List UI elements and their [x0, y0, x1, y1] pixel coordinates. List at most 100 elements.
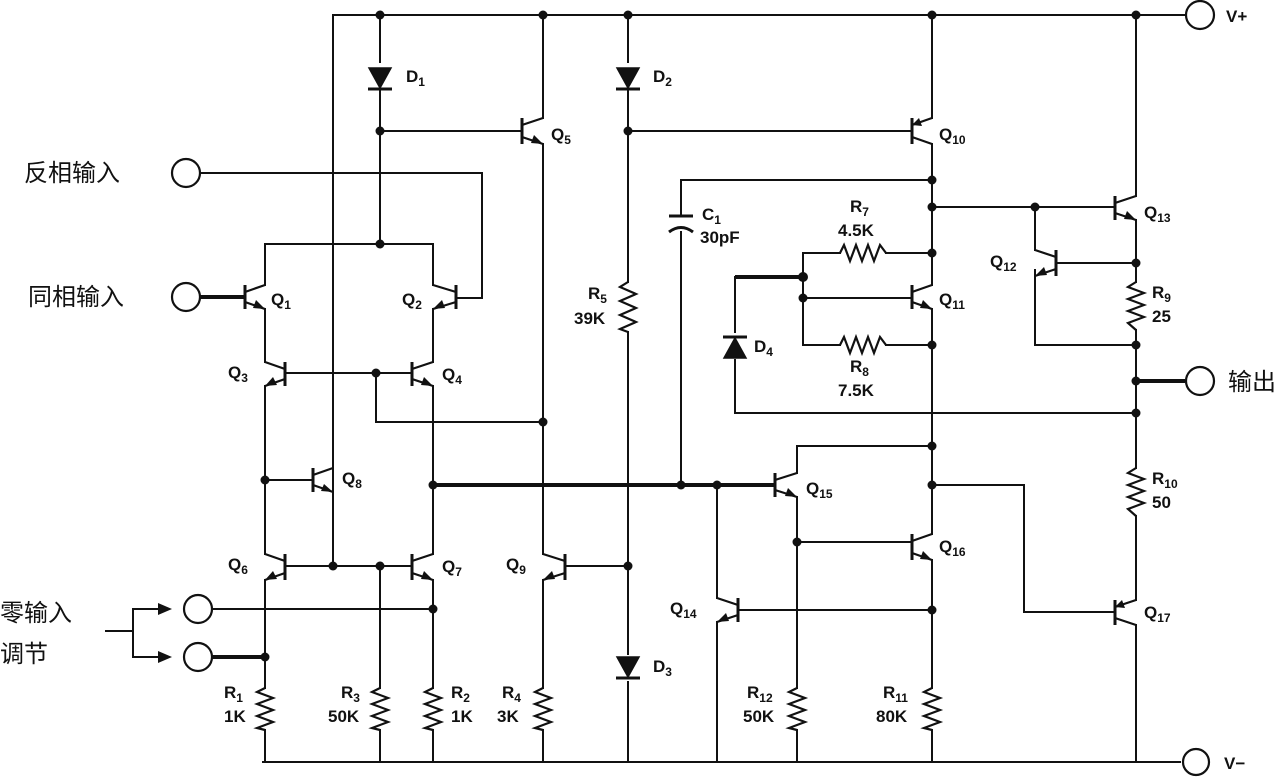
q3-label: Q3 [228, 363, 248, 385]
r3-value: 50K [328, 707, 360, 726]
q5-label: Q5 [551, 125, 571, 147]
resistor-r5 [617, 281, 639, 334]
resistor-r4 [531, 687, 555, 732]
transistors [243, 116, 1137, 627]
resistor-r10 [1124, 467, 1148, 517]
offset-null-terminal-2[interactable] [182, 641, 214, 673]
resistor-r1 [253, 687, 277, 732]
transistor-q2 [432, 283, 458, 311]
d3-label: D3 [653, 657, 672, 679]
transistor-q1 [243, 283, 266, 311]
diode-d2 [615, 67, 641, 91]
terminal-labels: 反相输入 同相输入 零输入 调节 输出 V+ V− [0, 7, 1276, 773]
r3-label: R3 [341, 683, 360, 705]
transistor-q6 [264, 552, 287, 582]
noninverting-input-label: 同相输入 [28, 283, 124, 311]
c1-value: 30pF [700, 228, 740, 247]
q7-label: Q7 [442, 557, 462, 579]
r1-value: 1K [224, 707, 246, 726]
c1-label: C1 [702, 205, 721, 227]
r11-value: 80K [876, 707, 908, 726]
transistor-q12 [1034, 248, 1058, 278]
q17-label: Q17 [1144, 603, 1171, 625]
transistor-q16 [910, 532, 933, 562]
r12-label: R12 [747, 683, 773, 705]
q6-label: Q6 [228, 555, 248, 577]
resistor-r9 [1124, 281, 1148, 331]
inverting-input-label: 反相输入 [24, 159, 120, 187]
r7-value: 4.5K [838, 221, 875, 240]
vplus-label: V+ [1226, 7, 1247, 26]
q14-label: Q14 [670, 599, 697, 621]
vminus-label: V− [1224, 754, 1245, 773]
resistor-r11 [920, 687, 944, 732]
diode-d1 [367, 67, 393, 91]
r8-value: 7.5K [838, 381, 875, 400]
vminus-terminal[interactable] [1181, 747, 1211, 777]
transistor-q8 [311, 466, 334, 494]
diode-d3 [615, 656, 641, 680]
inverting-input-terminal[interactable] [170, 157, 202, 189]
offset-null-terminal-1[interactable] [182, 593, 214, 625]
transistor-q3 [264, 360, 287, 388]
terminals [170, 0, 1216, 777]
r4-label: R4 [502, 683, 521, 705]
transistor-q9 [542, 552, 567, 582]
r2-label: R2 [451, 683, 470, 705]
diode-d4 [722, 335, 748, 359]
vplus-terminal[interactable] [1184, 0, 1216, 31]
q11-label: Q11 [939, 290, 965, 312]
r8-label: R8 [850, 357, 869, 379]
resistor-r2 [421, 687, 445, 732]
transistor-q14 [716, 596, 740, 624]
resistor-r7 [839, 241, 887, 265]
r10-value: 50 [1152, 493, 1171, 512]
r9-value: 25 [1152, 307, 1171, 326]
r4-value: 3K [497, 707, 519, 726]
q10-label: Q10 [939, 125, 966, 147]
junction-dots [260, 10, 1141, 662]
r2-value: 1K [451, 707, 473, 726]
r12-value: 50K [743, 707, 775, 726]
q12-label: Q12 [990, 252, 1017, 274]
offset-label-line2: 调节 [0, 640, 48, 668]
r7-label: R7 [850, 197, 869, 219]
transistor-q15 [773, 471, 798, 499]
output-terminal[interactable] [1184, 365, 1216, 397]
q15-label: Q15 [806, 479, 833, 501]
component-labels: Q1 Q2 Q3 Q4 Q5 Q6 Q7 Q8 Q9 Q10 Q11 Q12 Q… [224, 67, 1178, 726]
q2-label: Q2 [402, 290, 422, 312]
diodes [367, 67, 748, 680]
r5-value: 39K [574, 309, 606, 328]
transistor-q5 [520, 116, 544, 146]
r1-label: R1 [224, 683, 243, 705]
resistor-r8 [839, 333, 887, 357]
resistor-r12 [785, 687, 809, 732]
q13-label: Q13 [1144, 203, 1171, 225]
r10-label: R10 [1152, 469, 1178, 491]
r11-label: R11 [883, 683, 908, 705]
output-label: 输出 [1228, 368, 1276, 396]
q16-label: Q16 [939, 537, 966, 559]
offset-label-line1: 零输入 [0, 599, 72, 627]
noninverting-input-terminal[interactable] [170, 281, 202, 313]
transistor-q4 [410, 360, 434, 388]
d4-label: D4 [754, 337, 773, 359]
transistor-q7 [410, 552, 434, 582]
transistor-q10 [910, 116, 933, 146]
q9-label: Q9 [506, 555, 526, 577]
transistor-q13 [1113, 194, 1137, 222]
q1-label: Q1 [271, 290, 291, 312]
transistor-q11 [910, 283, 933, 311]
d2-label: D2 [653, 67, 672, 89]
r5-label: R5 [588, 284, 607, 306]
d1-label: D1 [406, 67, 425, 89]
transistor-q17 [1113, 598, 1137, 627]
q8-label: Q8 [342, 469, 362, 491]
capacitor-c1 [668, 214, 694, 234]
offset-null-arrows [105, 603, 172, 663]
resistors [253, 241, 1148, 732]
r9-label: R9 [1152, 283, 1171, 305]
wires [199, 14, 1186, 763]
